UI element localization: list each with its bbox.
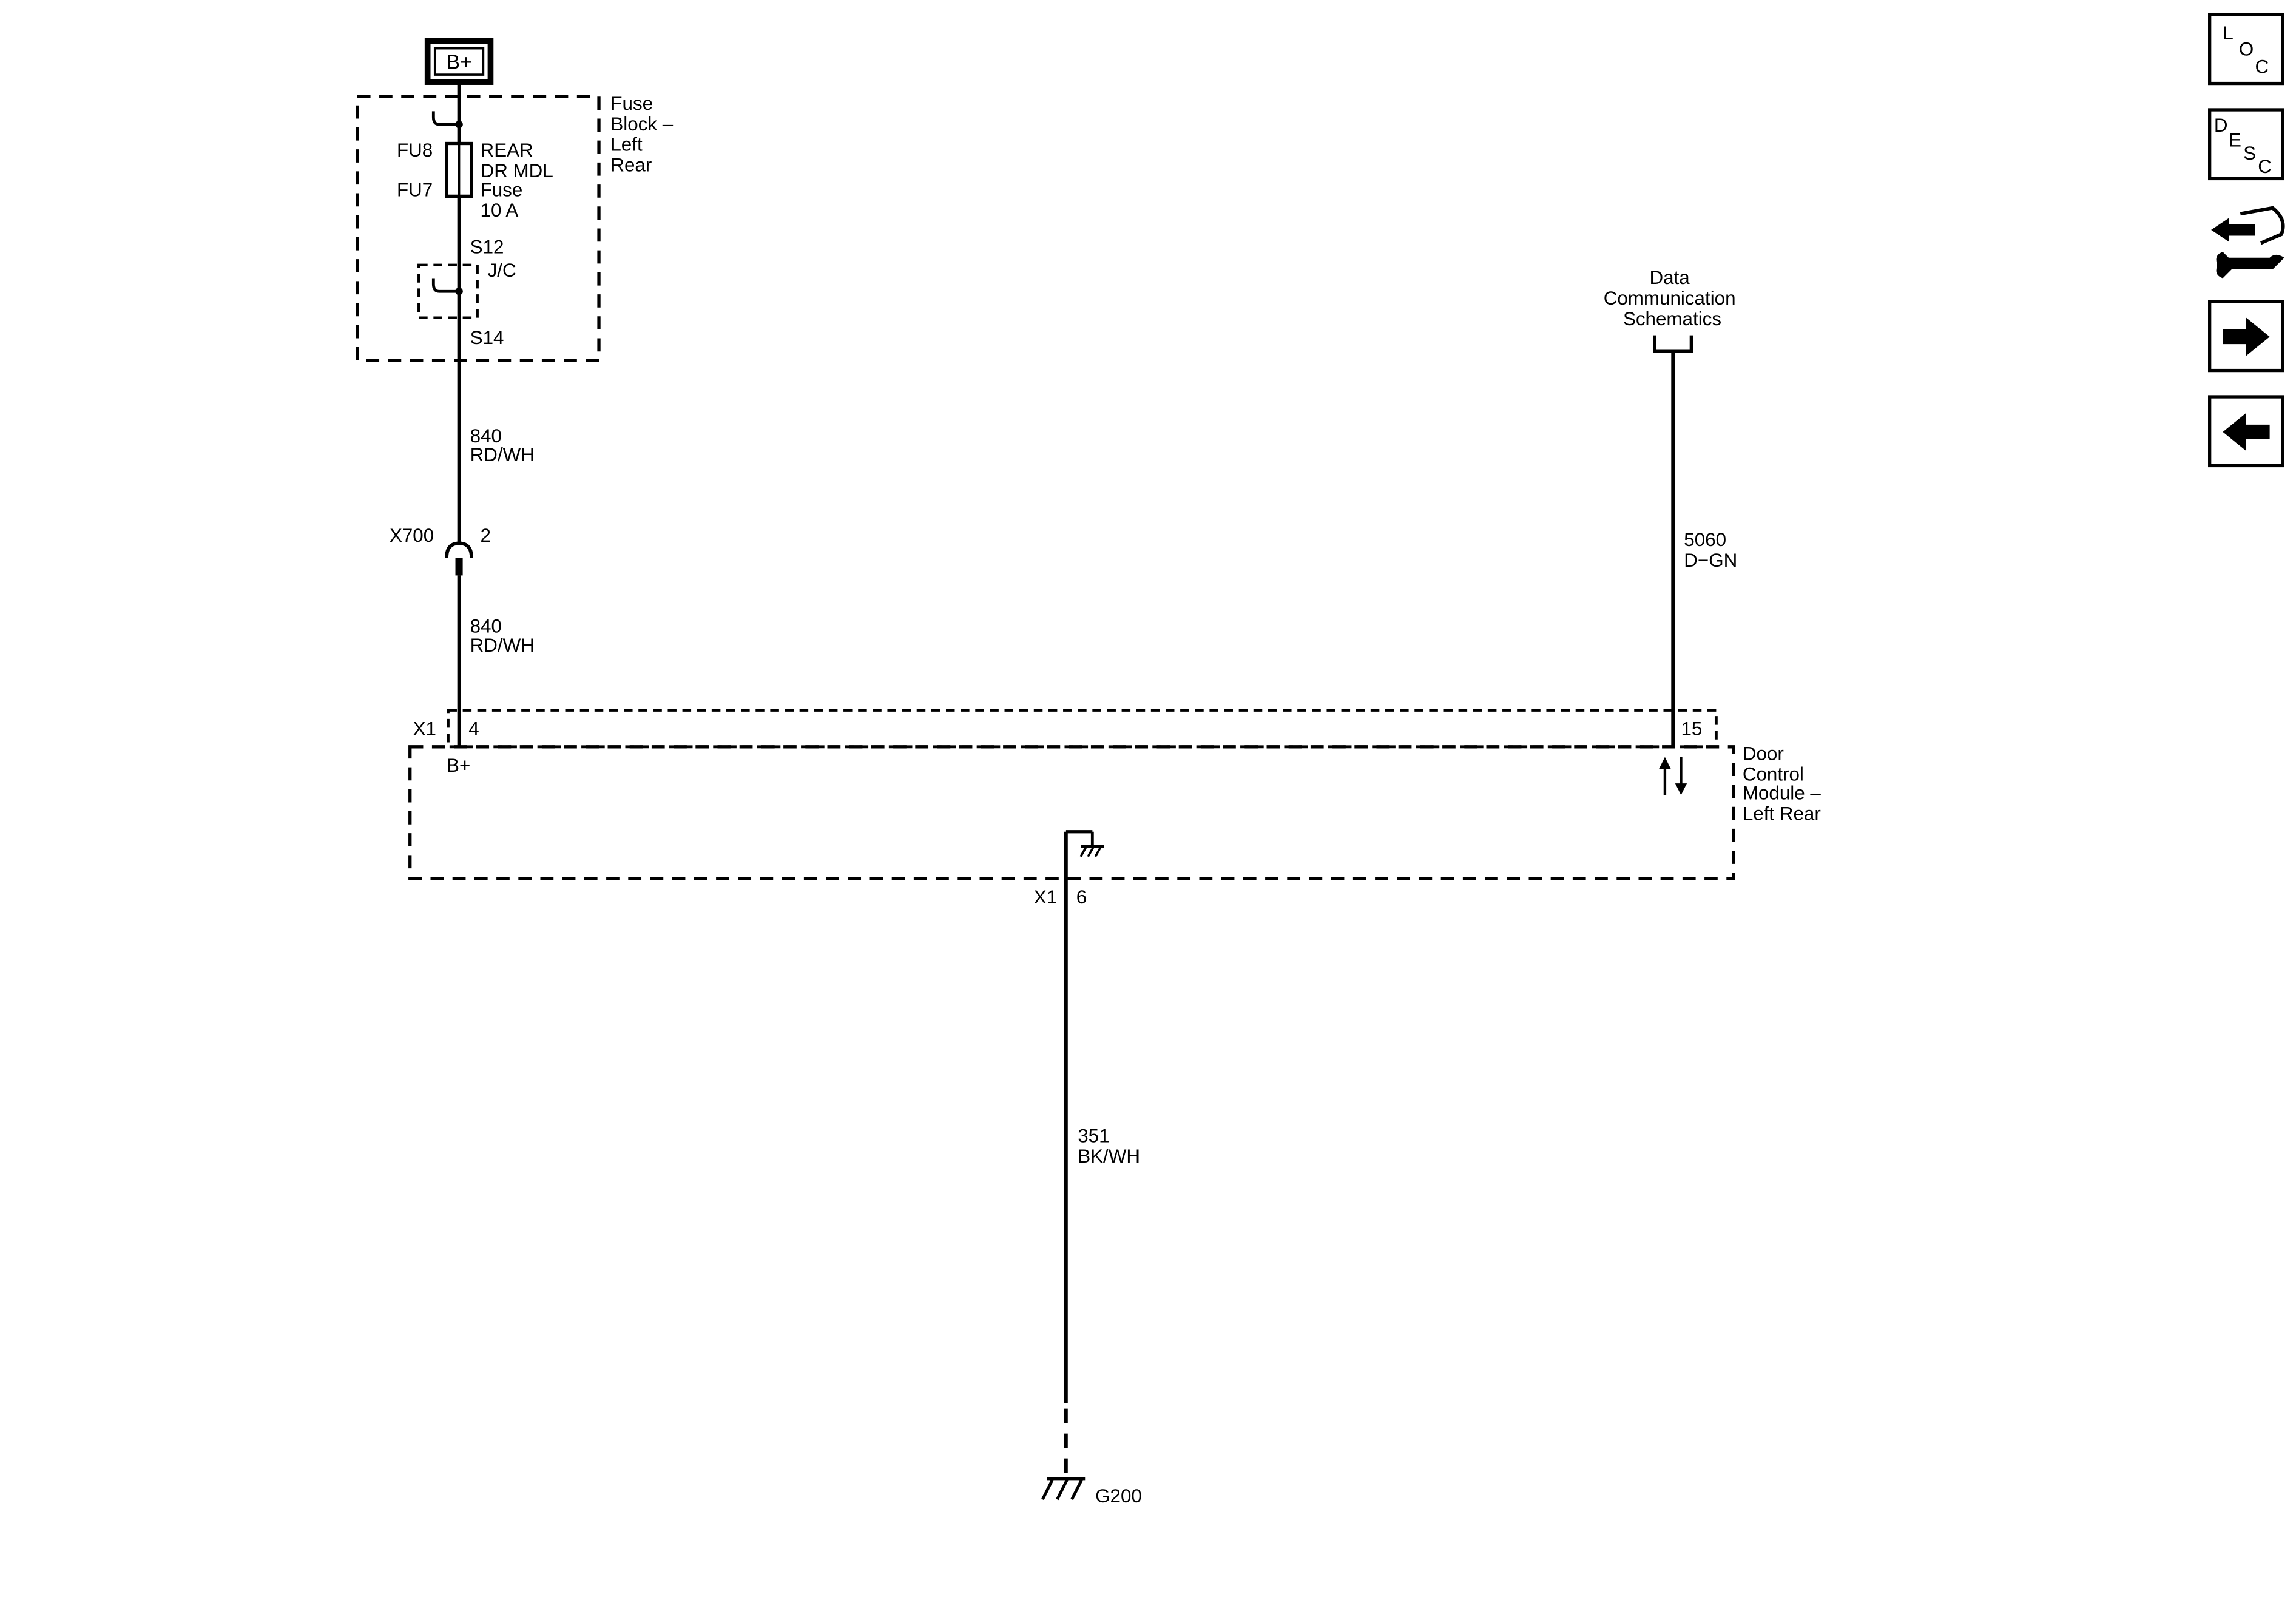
bidirectional-arrows-icon xyxy=(1659,757,1687,795)
internal-ground-icon xyxy=(1065,830,1104,857)
circuit-840-lower: 840 RD/WH xyxy=(470,616,535,656)
power-circuit: 840 RD/WH X700 2 840 RD/WH xyxy=(390,360,535,747)
svg-text:L: L xyxy=(2223,22,2233,44)
door-control-module-left-rear: Door Control Module – Left Rear X1 4 B+ … xyxy=(408,709,1826,908)
fuse-description: REAR DR MDL Fuse 10 A xyxy=(481,140,559,221)
ground-circuit: 351 BK/WH G200 xyxy=(1041,831,1142,1507)
power-pin-number: 4 xyxy=(468,718,479,739)
ground-g200-icon xyxy=(1041,1477,1086,1501)
junction-label: J/C xyxy=(488,260,516,281)
svg-text:C: C xyxy=(2258,156,2272,177)
ground-g200-label: G200 xyxy=(1095,1485,1142,1507)
connector-x700-label: X700 xyxy=(390,525,434,546)
ground-connector-label: X1 xyxy=(1034,886,1057,908)
connector-wrench-icon[interactable] xyxy=(2211,206,2285,279)
svg-text:D: D xyxy=(2214,115,2228,136)
module-title: Door Control Module – Left Rear xyxy=(1743,743,1826,825)
svg-text:O: O xyxy=(2239,39,2254,60)
loc-button[interactable]: L O C xyxy=(2208,13,2284,86)
forward-button[interactable] xyxy=(2208,300,2284,373)
power-connector-label: X1 xyxy=(413,718,436,739)
circuit-351: 351 BK/WH xyxy=(1078,1125,1140,1167)
connector-x700-pin: 2 xyxy=(481,525,491,546)
svg-text:S: S xyxy=(2243,143,2256,164)
circuit-5060: 5060 D−GN xyxy=(1684,529,1737,571)
fuse-id-fu8: FU8 xyxy=(397,140,433,161)
data-pin-number: 15 xyxy=(1681,718,1702,739)
fuse-block-title: Fuse Block – Left Rear xyxy=(610,93,678,175)
fuse-block-left-rear: Fuse Block – Left Rear FU8 FU7 REAR DR M… xyxy=(356,82,678,362)
arrow-right-icon xyxy=(2223,317,2270,356)
ground-pin-number: 6 xyxy=(1076,886,1087,908)
svg-text:C: C xyxy=(2255,56,2269,78)
back-button[interactable] xyxy=(2208,395,2284,468)
power-source-label: B+ xyxy=(446,50,471,73)
arrow-left-icon xyxy=(2223,413,2270,451)
svg-text:E: E xyxy=(2229,129,2241,150)
splice-s14-label: S14 xyxy=(470,327,504,348)
desc-button[interactable]: D E S C xyxy=(2208,108,2284,181)
data-schematics-link[interactable]: Data Communication Schematics xyxy=(1604,267,1741,329)
splice-s12-label: S12 xyxy=(470,237,504,258)
battery-positive-source: B+ xyxy=(424,38,494,85)
inline-connector-x700: X700 2 xyxy=(390,525,491,576)
fuse-id-fu7: FU7 xyxy=(397,179,433,200)
junction-connector xyxy=(417,263,479,319)
power-pin-function: B+ xyxy=(447,755,470,776)
circuit-840-upper: 840 RD/WH xyxy=(470,425,535,465)
data-communication-reference[interactable]: Data Communication Schematics 5060 D−GN xyxy=(1604,267,1741,747)
